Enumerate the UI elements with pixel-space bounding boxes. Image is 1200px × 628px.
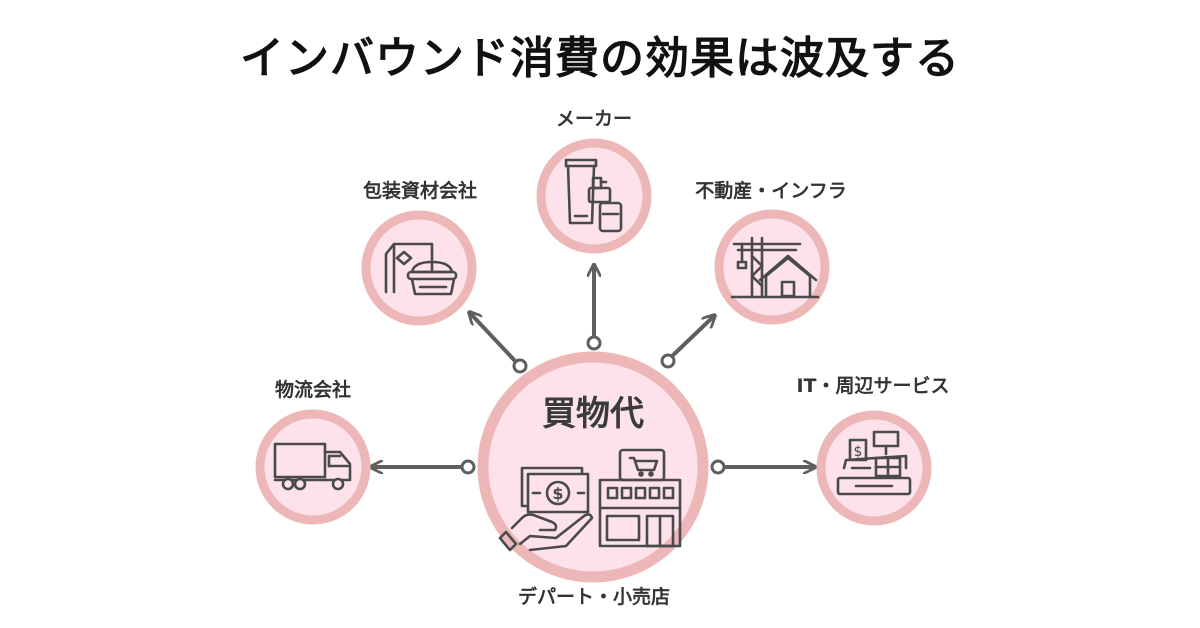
svg-text:$: $: [552, 484, 563, 503]
connector-dot-logistics: [460, 459, 476, 475]
connector-dot-it: [710, 459, 726, 475]
money-hand-icon: $: [498, 466, 594, 552]
arrow-to-packaging: [470, 313, 519, 365]
cosmetics-bottles-icon: [564, 158, 623, 233]
food-package-icon: [384, 242, 458, 296]
cash-register-icon: $: [836, 430, 912, 496]
connector-dot-maker: [586, 335, 602, 351]
node-circle-realestate: [714, 209, 830, 325]
node-label-logistics: 物流会社: [274, 379, 352, 401]
node-label-realestate: 不動産・インフラ: [695, 180, 847, 202]
store-icon: [598, 448, 682, 548]
center-title: 買物代: [542, 394, 644, 434]
center-caption: デパート・小売店: [517, 586, 671, 608]
connector-dot-realestate: [660, 353, 676, 369]
connector-dot-packaging: [512, 358, 528, 374]
node-circle-packaging: [361, 210, 477, 326]
svg-text:$: $: [854, 444, 863, 460]
delivery-truck-icon: [273, 442, 352, 491]
arrow-to-realestate: [666, 316, 714, 362]
page-title: インバウンド消費の効果は波及する: [240, 33, 960, 84]
construction-crane-house-icon: [730, 236, 820, 299]
node-label-maker: メーカー: [555, 108, 633, 130]
node-label-it: IT・周辺サービス: [796, 375, 950, 397]
node-circle-logistics: [255, 409, 371, 525]
node-label-packaging: 包装資材会社: [362, 180, 478, 202]
